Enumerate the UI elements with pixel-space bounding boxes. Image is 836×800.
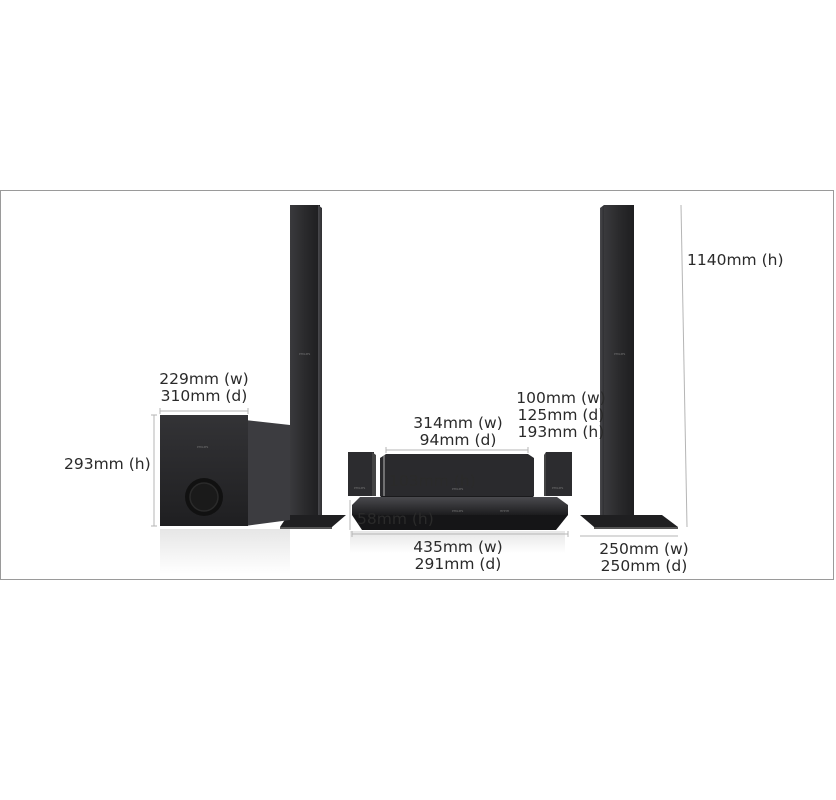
right-tower-speaker: PHILIPS [580, 205, 678, 529]
satellite-width: 100mm (w) [516, 389, 606, 407]
main-unit-display: ΠΠΠΠ [500, 509, 509, 513]
main-unit-depth: 291mm (d) [414, 555, 502, 573]
center-speaker-height-label: 103mm (h) [389, 472, 476, 490]
tower-base-depth: 250mm (d) [600, 557, 688, 575]
right-satellite-logo: PHILIPS [552, 486, 563, 490]
left-satellite-speaker: PHILIPS [348, 452, 376, 496]
center-speaker-depth: 94mm (d) [419, 431, 497, 449]
satellite-dimensions-label: 100mm (w) 125mm (d) 193mm (h) [506, 390, 616, 441]
satellite-height: 193mm (h) [517, 423, 605, 441]
subwoofer-width: 229mm (w) [159, 370, 249, 388]
tower-base-label: 250mm (w) 250mm (d) [588, 541, 700, 575]
main-unit-logo: PHILIPS [452, 509, 463, 513]
center-speaker-width: 314mm (w) [413, 414, 503, 432]
left-satellite-logo: PHILIPS [354, 486, 365, 490]
subwoofer-reflection [160, 529, 290, 574]
center-speaker-logo: PHILIPS [452, 487, 463, 491]
measurement-lines [151, 204, 688, 537]
main-unit-width-depth-label: 435mm (w) 291mm (d) [402, 539, 514, 573]
image-frame [0, 190, 834, 580]
subwoofer-width-depth-label: 229mm (w) 310mm (d) [148, 371, 260, 405]
tower-height-label: 1140mm (h) [687, 251, 784, 269]
center-speaker-width-depth-label: 314mm (w) 94mm (d) [402, 415, 514, 449]
right-tower-logo: PHILIPS [614, 352, 625, 356]
left-tower-logo: PHILIPS [299, 352, 310, 356]
main-unit-height-label: 58mm (h) [357, 510, 434, 528]
right-satellite-speaker: PHILIPS [544, 452, 572, 496]
main-unit-reflection [350, 531, 565, 553]
subwoofer: PHILIPS [160, 415, 290, 526]
main-unit: PHILIPS ΠΠΠΠ [352, 497, 568, 530]
satellite-depth: 125mm (d) [517, 406, 605, 424]
left-tower-speaker: PHILIPS [280, 205, 346, 529]
subwoofer-logo: PHILIPS [197, 445, 208, 449]
tower-base-width: 250mm (w) [599, 540, 689, 558]
subwoofer-depth: 310mm (d) [160, 387, 248, 405]
main-unit-width: 435mm (w) [413, 538, 503, 556]
subwoofer-height-label: 293mm (h) [64, 455, 151, 473]
